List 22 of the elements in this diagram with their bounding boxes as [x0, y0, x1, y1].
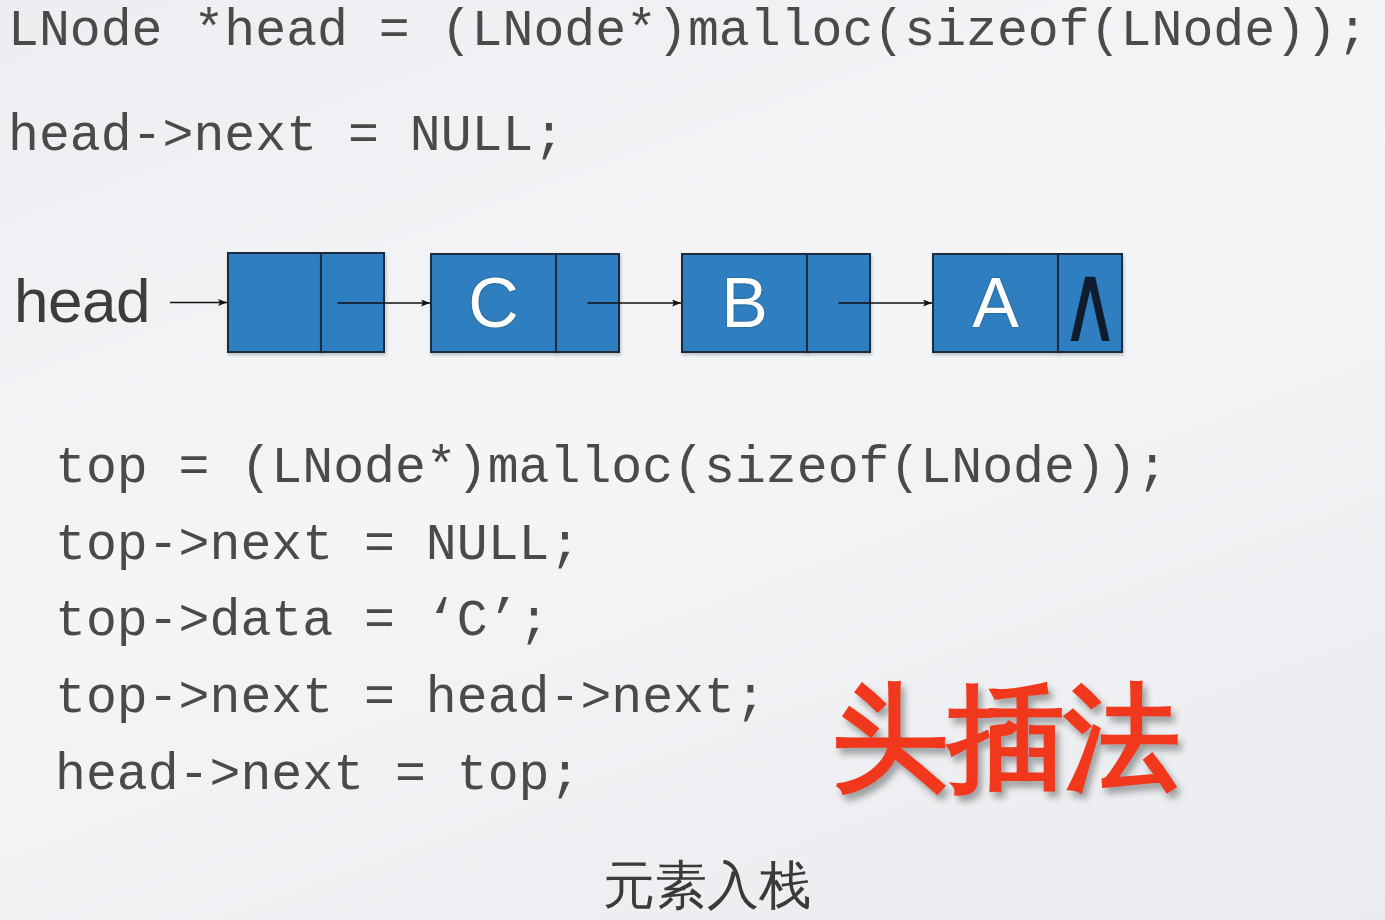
code-line: top->data = ‘C’; — [55, 591, 550, 651]
data-cell: B — [681, 253, 808, 353]
pointer-label: head — [14, 264, 150, 338]
arrow — [169, 299, 228, 306]
code-line: top->next = NULL; — [55, 515, 581, 575]
code-line: head->next = top; — [55, 745, 581, 805]
null-symbol: ∧ — [1059, 258, 1121, 348]
data-cell: C — [430, 253, 557, 353]
heading: 头插法 — [832, 680, 1180, 796]
pointer-cell — [555, 253, 620, 353]
arrow — [336, 299, 431, 307]
pointer-cell — [806, 253, 871, 353]
code-line: top = (LNode*)malloc(sizeof(LNode)); — [55, 438, 1168, 498]
caption: 元素入栈 — [603, 859, 811, 911]
arrow — [837, 299, 933, 307]
code-line: head->next = NULL; — [8, 106, 565, 166]
code-line: LNode *head = (LNode*)malloc(sizeof(LNode)); — [8, 1, 1368, 61]
code-line: top->next = head->next; — [55, 668, 766, 728]
arrow — [586, 299, 682, 307]
data-cell: A — [932, 253, 1059, 353]
data-cell — [227, 252, 322, 353]
pointer-cell — [320, 252, 385, 353]
